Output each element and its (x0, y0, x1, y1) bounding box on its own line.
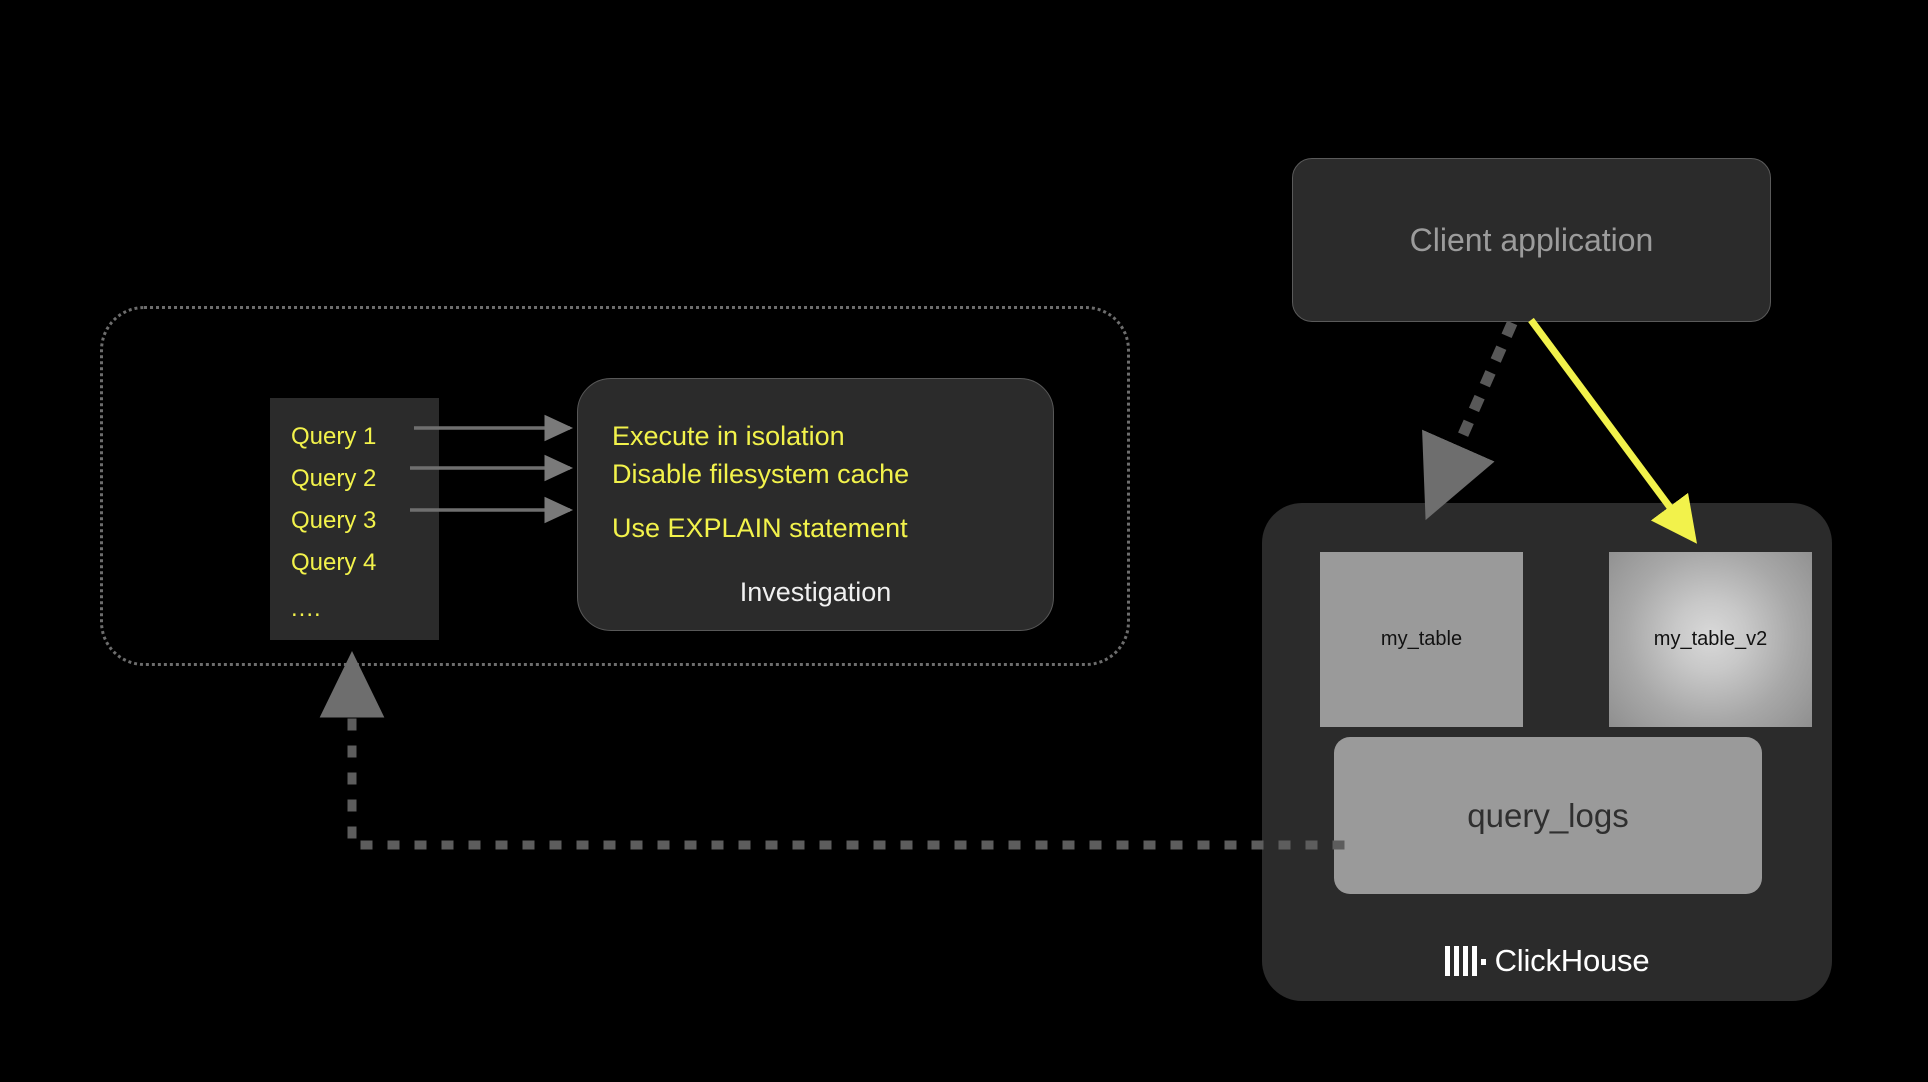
investigation-step: Execute in isolation (612, 421, 845, 451)
clickhouse-logo: ClickHouse (1262, 943, 1832, 979)
query-logs-label: query_logs (1467, 796, 1629, 834)
table-node-my-table-v2: my_table_v2 (1609, 552, 1812, 727)
table-label: my_table (1380, 628, 1463, 650)
list-item: Query 2 (291, 465, 377, 492)
table-label: my_table_v2 (1653, 628, 1768, 650)
investigation-steps: Execute in isolation Disable filesystem … (612, 417, 1032, 547)
client-application-node: Client application (1292, 158, 1771, 322)
list-item: Query 4 (291, 549, 377, 576)
clickhouse-bars-icon (1444, 946, 1486, 976)
query-logs-node: query_logs (1334, 737, 1762, 894)
list-item: Query 3 (291, 507, 377, 534)
table-node-my-table: my_table (1320, 552, 1523, 727)
investigation-title: Investigation (739, 577, 892, 607)
list-item: Query 1 (291, 423, 377, 450)
arrow-query-logs-to-queries (319, 651, 1345, 850)
query-list-box: Query 1 Query 2 Query 3 Query 4 .... (270, 398, 439, 640)
clickhouse-panel: my_table my_table_v2 query_logs ClickHou… (1262, 503, 1832, 1001)
arrow-client-to-my-table (1422, 320, 1518, 521)
investigation-panel: Execute in isolation Disable filesystem … (577, 378, 1054, 631)
client-application-label: Client application (1409, 221, 1654, 258)
clickhouse-wordmark: ClickHouse (1494, 943, 1650, 978)
query-list-ellipsis: .... (291, 595, 322, 622)
investigation-step: Disable filesystem cache (612, 459, 910, 489)
investigation-step: Use EXPLAIN statement (612, 513, 908, 543)
